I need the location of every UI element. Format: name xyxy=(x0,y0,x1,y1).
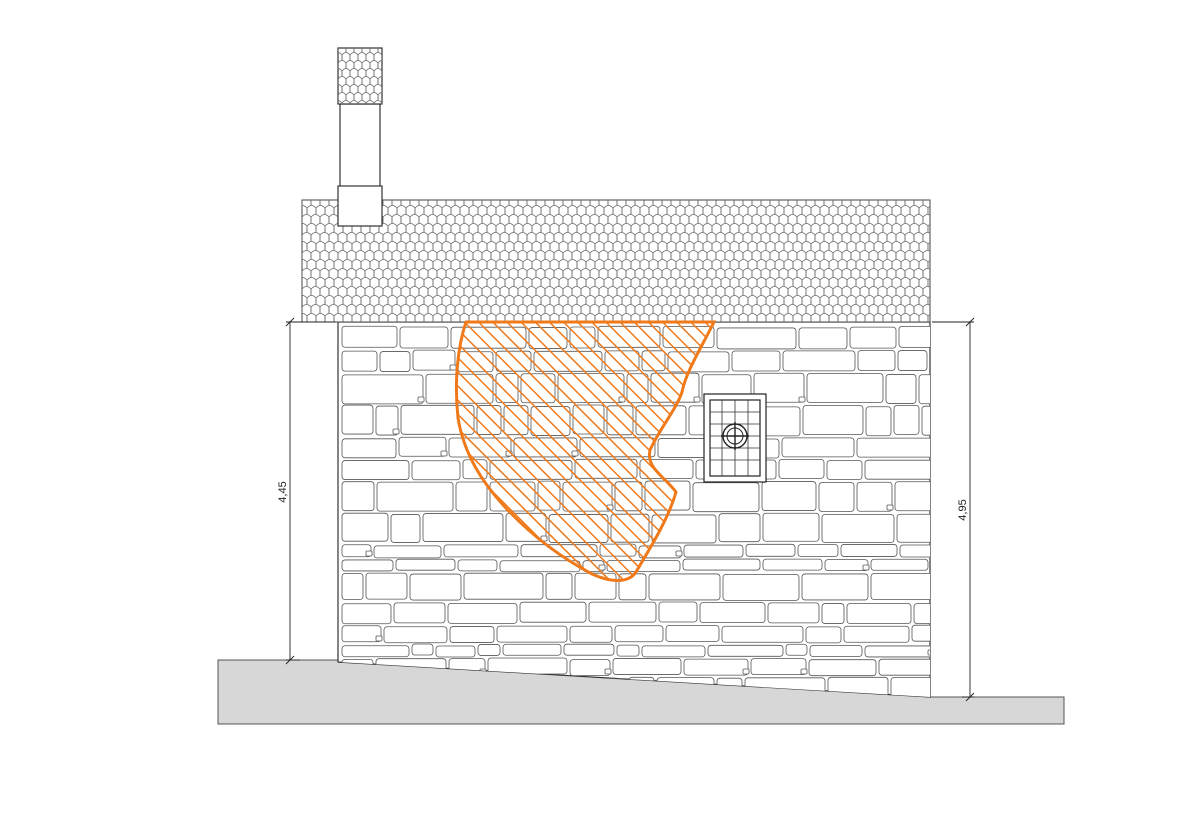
right-height-label: 4,95 xyxy=(957,499,969,520)
right-height-dimension: 4,95 xyxy=(932,317,975,702)
cross-window-icon xyxy=(721,422,749,450)
damage-area xyxy=(454,320,717,582)
left-height-dimension: 4,45 xyxy=(277,317,336,665)
chimney xyxy=(337,47,383,227)
left-height-label: 4,45 xyxy=(277,481,289,502)
window xyxy=(703,393,767,483)
roof-tiles xyxy=(302,200,930,322)
